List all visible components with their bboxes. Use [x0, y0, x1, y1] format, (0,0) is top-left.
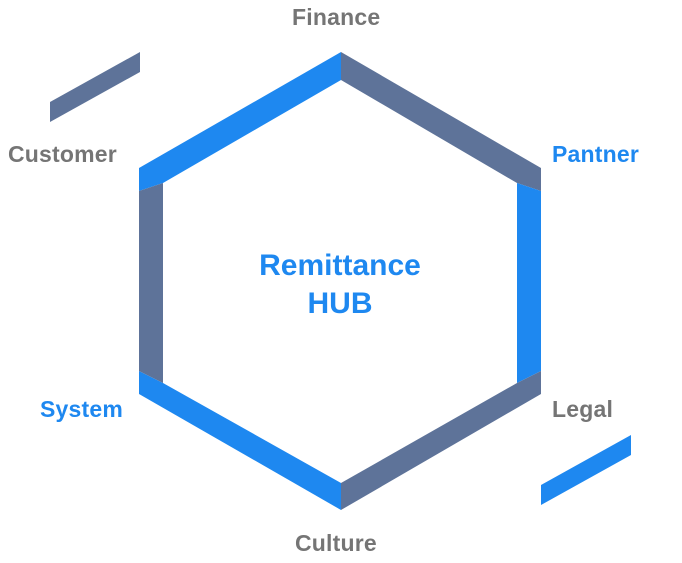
node-label-legal: Legal	[552, 396, 614, 422]
node-label-customer: Customer	[8, 141, 117, 167]
hub-title-line-1: Remittance	[259, 249, 421, 282]
node-label-culture: Culture	[295, 530, 377, 556]
hub-title-line-2: HUB	[307, 287, 373, 320]
hex-edge-bottom-left	[139, 371, 341, 510]
hex-edge-left	[139, 183, 163, 383]
decor-slash-top-left	[50, 52, 140, 122]
hex-edge-top-right	[341, 52, 541, 191]
hex-edge-right-upper	[517, 183, 541, 383]
node-label-finance: Finance	[292, 4, 381, 30]
decor-slash-bottom-right	[541, 435, 631, 505]
hex-edge-top-left	[139, 52, 341, 191]
hex-edge-bottom-right	[341, 371, 541, 510]
node-label-system: System	[40, 396, 124, 422]
hub-title: Remittance HUB	[210, 247, 470, 323]
node-label-partner: Pantner	[552, 141, 640, 167]
